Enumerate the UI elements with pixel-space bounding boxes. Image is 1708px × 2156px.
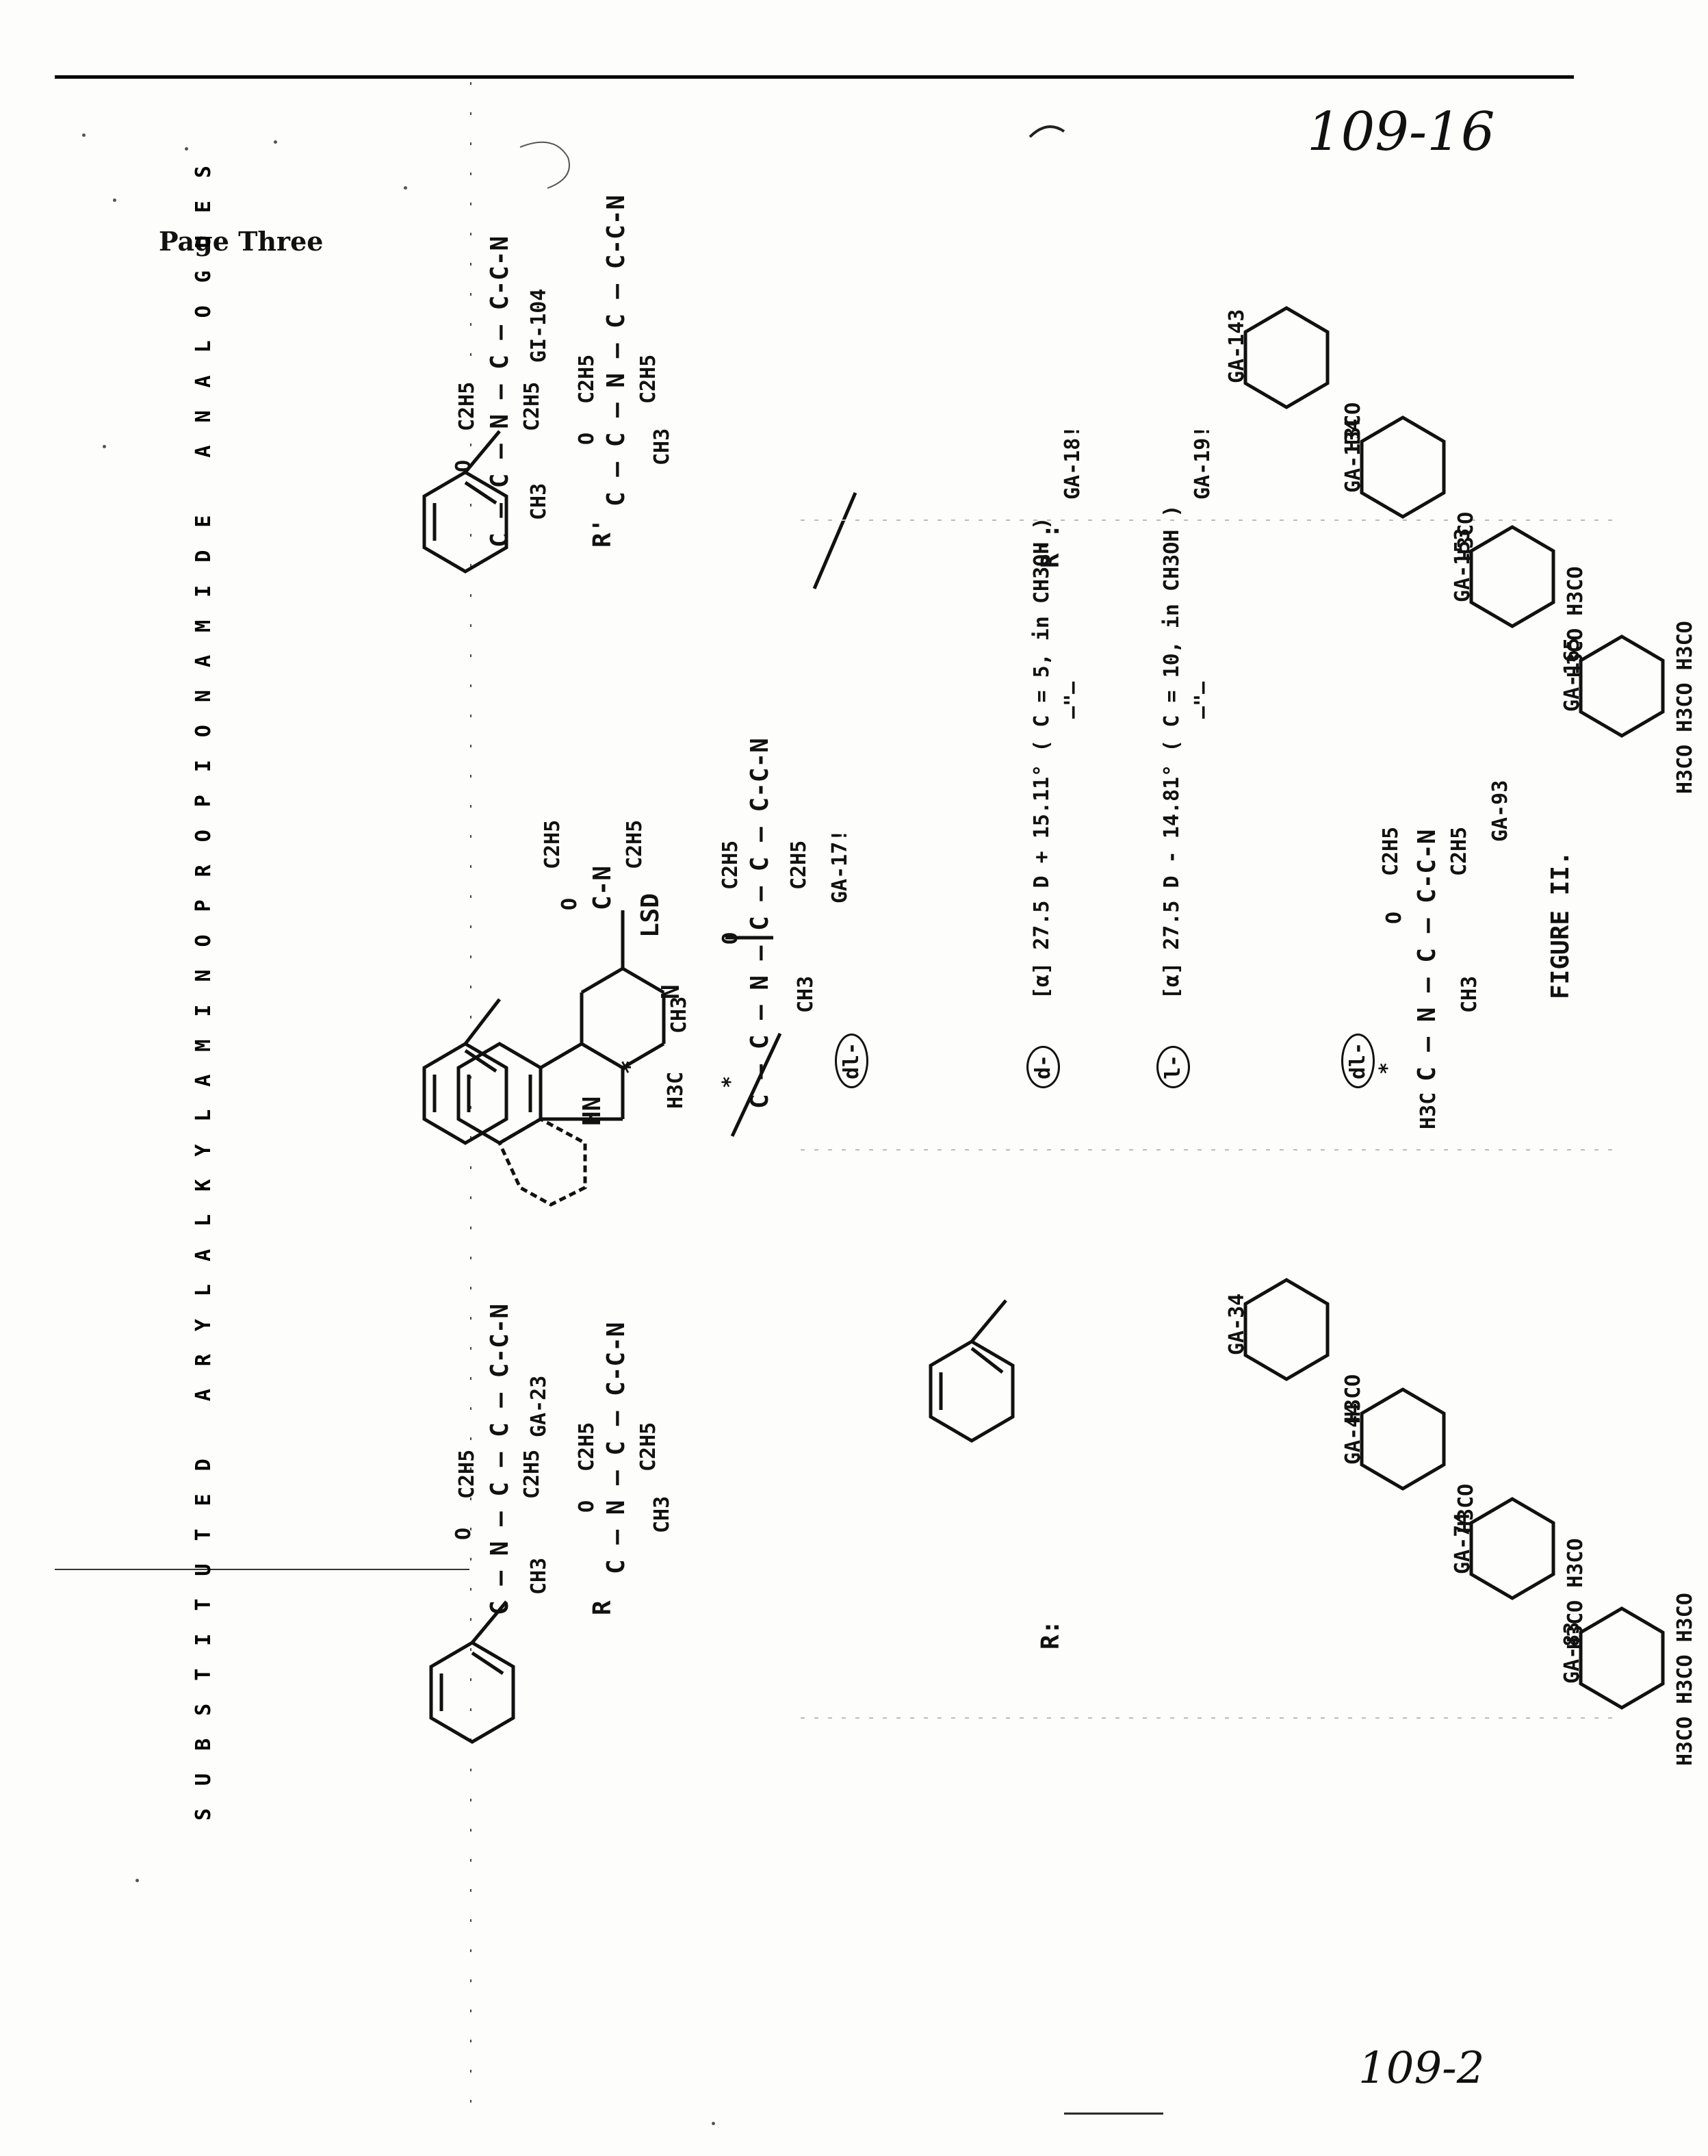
struct-mid-o: O (719, 932, 742, 945)
r-left-code-2: GA-44 (1341, 1402, 1365, 1465)
speck (113, 198, 116, 202)
struct-brr-r-label: R': (1037, 523, 1065, 568)
struct-tlr-chain: C — N — C — C-C-N (602, 1322, 630, 1574)
struct-midl-code: GA-93 (1488, 780, 1512, 842)
optical-d-label: d- (1026, 1045, 1060, 1088)
lsd-hn: HN (578, 1096, 606, 1126)
struct-midl-h3c: H3C (1416, 1092, 1440, 1129)
struct-tl-c2h5-b: C2H5 (520, 1449, 544, 1499)
struct-midl-ch3: CH3 (1458, 975, 1481, 1013)
speck (404, 186, 407, 190)
optical-ditto-b: —"— (1191, 681, 1215, 719)
struct-mid-c2h5-b: C2H5 (787, 840, 811, 890)
struct-br-c2h5-a: C2H5 (455, 381, 479, 431)
struct-brr-ch3: CH3 (650, 428, 674, 465)
struct-br-ch3: CH3 (527, 483, 551, 520)
speck (274, 140, 277, 144)
r-right-code-2: GA-134 (1341, 418, 1365, 493)
optical-dl-1-label: dl- (835, 1033, 868, 1088)
optical-l-code: GA-19! (1191, 425, 1215, 500)
speck (82, 133, 86, 137)
struct-brr-r: R' (588, 517, 617, 548)
lsd-o: O (558, 897, 582, 910)
struct-tlr-r: R (588, 1600, 617, 1615)
structure-drawings (422, 306, 1665, 1744)
rotated-figure: SUBSTITUTED ARYLALKYLAMINOPROPIONAMIDE A… (185, 0, 1697, 1821)
struct-mid-code: GA-17! (828, 829, 852, 903)
figure-label: FIGURE II. (1547, 851, 1575, 999)
r-left-code-1: GA-34 (1225, 1293, 1249, 1355)
r-left-subst-4: H3CO H3CO H3CO (1673, 1593, 1697, 1766)
optical-l: l- (1156, 1045, 1190, 1088)
top-rule (55, 75, 1574, 79)
optical-ditto-a: —"— (1061, 681, 1085, 719)
speck (135, 1879, 139, 1882)
struct-mid-ch3: CH3 (794, 975, 818, 1013)
struct-mid-chain: C — C — N — C — C — C-C-N (746, 738, 774, 1109)
lsd-amide: C-N (588, 865, 617, 910)
struct-midl-o: O (1382, 911, 1406, 924)
lsd-ch3: CH3 (667, 996, 691, 1034)
lsd-c2h5-b: C2H5 (623, 819, 647, 869)
struct-tlr-r-label: R: (1037, 1619, 1065, 1650)
struct-mid-star: * (719, 1075, 742, 1088)
left-rule (55, 1569, 469, 1570)
struct-mid-c2h5-a: C2H5 (719, 840, 742, 890)
struct-br-c2h5-b: C2H5 (520, 381, 544, 431)
optical-dl-2: dl- (1341, 1033, 1375, 1088)
optical-dl-1: dl- (835, 1033, 868, 1088)
lsd-chiral-star: * (616, 1060, 644, 1075)
optical-l-rotation: [α] 27.5 D - 14.81° ( C = 10, in CH3OH ) (1160, 504, 1184, 999)
lsd-label: LSD (636, 893, 664, 938)
handwritten-ref-top: 109-16 (1307, 101, 1495, 163)
r-right-code-4: GA-165 (1560, 637, 1584, 712)
struct-midl-c2h5-a: C2H5 (1379, 826, 1403, 876)
struct-brr-c2h5-a: C2H5 (575, 354, 599, 404)
struct-brr-chain: C — C — N — C — C-C-N (602, 194, 630, 506)
struct-tl-ch3: CH3 (527, 1557, 551, 1595)
struct-tlr-o: O (575, 1500, 599, 1513)
struct-tlr-ch3: CH3 (650, 1496, 674, 1533)
speck (103, 445, 106, 448)
struct-br-code: GI-104 (527, 288, 551, 363)
optical-d-code: GA-18! (1061, 425, 1085, 500)
optical-d-rotation: [α] 27.5 D + 15.11° ( C = 5, in CH3OH ) (1030, 517, 1054, 999)
struct-midl-c2h5-b: C2H5 (1447, 826, 1471, 876)
struct-brr-c2h5-b: C2H5 (636, 354, 660, 404)
struct-tl-c2h5-a: C2H5 (455, 1449, 479, 1499)
speck (185, 147, 188, 151)
lsd-c2h5-a: C2H5 (541, 819, 565, 869)
struct-mid-h3c: H3C (664, 1071, 688, 1109)
r-left-code-3: GA-74 (1451, 1512, 1475, 1574)
struct-midl-chain: C — N — C — C-C-N (1413, 829, 1441, 1081)
struct-tl-chain: C — N — C — C — C-C-N (486, 1303, 514, 1615)
optical-l-label: l- (1156, 1045, 1190, 1088)
r-right-code-1: GA-143 (1225, 309, 1249, 383)
page-label: Page Three (159, 226, 324, 257)
r-right-code-3: GA-153 (1451, 528, 1475, 602)
optical-d: d- (1026, 1045, 1060, 1088)
r-left-code-4: GA-83 (1560, 1621, 1584, 1684)
struct-br-chain: C — C — N — C — C-C-N (486, 235, 514, 548)
r-right-subst-4: H3CO H3CO H3CO (1673, 621, 1697, 794)
struct-midl-star: * (1375, 1062, 1399, 1075)
speck (712, 2122, 715, 2125)
struct-tlr-c2h5-b: C2H5 (636, 1422, 660, 1472)
struct-brr-o: O (575, 432, 599, 445)
struct-tl-o: O (452, 1527, 476, 1540)
handwritten-ref-bottom: 109-2 (1358, 2043, 1485, 2094)
struct-tl-code: GA-23 (527, 1375, 551, 1437)
struct-br-o: O (452, 459, 476, 472)
struct-tlr-c2h5-a: C2H5 (575, 1422, 599, 1472)
optical-dl-2-label: dl- (1341, 1033, 1375, 1088)
